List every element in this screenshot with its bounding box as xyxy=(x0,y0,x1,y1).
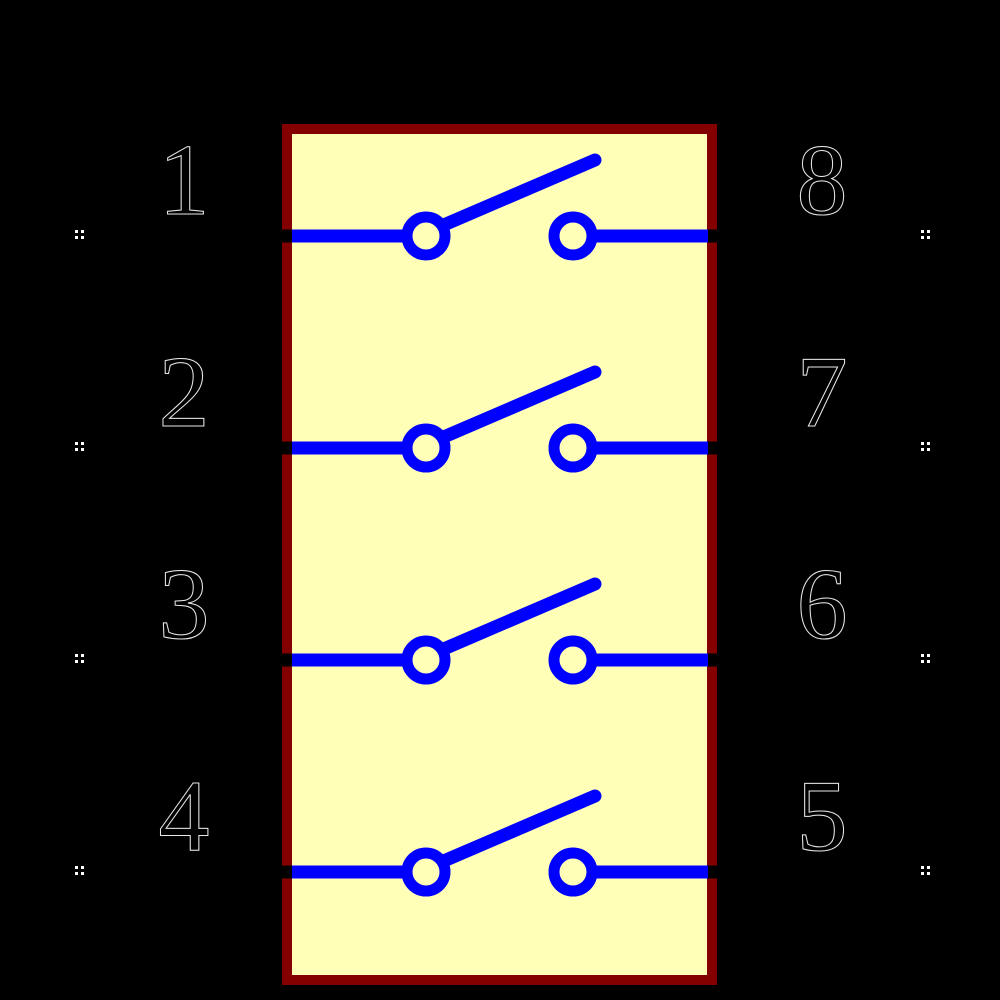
switch-row-3[interactable] xyxy=(289,577,711,685)
pin-number-7: 7 xyxy=(796,336,848,449)
switch-row-4[interactable] xyxy=(289,789,711,897)
switch-lever[interactable] xyxy=(439,789,602,867)
switch-contact-left-circle xyxy=(401,847,451,897)
pin-number-8: 8 xyxy=(796,124,848,237)
switch-contact-right-circle xyxy=(548,635,598,685)
component-body[interactable] xyxy=(282,124,717,985)
pin-number-2: 2 xyxy=(158,336,210,449)
switch-contact-left-circle xyxy=(401,211,451,261)
pin-endpoint-marker-2[interactable] xyxy=(75,442,78,445)
pin-endpoint-marker-1[interactable] xyxy=(75,230,78,233)
pin-number-3: 3 xyxy=(158,548,210,661)
switch-contact-right-circle xyxy=(548,211,598,261)
switch-contact-right-circle xyxy=(548,847,598,897)
pin-endpoint-marker-7[interactable] xyxy=(921,442,924,445)
pin-endpoint-marker-8[interactable] xyxy=(921,230,924,233)
switch-row-2[interactable] xyxy=(289,365,711,473)
pin-number-5: 5 xyxy=(796,760,848,873)
switch-lever[interactable] xyxy=(439,153,602,231)
switch-contact-left-circle xyxy=(401,635,451,685)
pin-number-1: 1 xyxy=(158,124,210,237)
switch-lever[interactable] xyxy=(439,577,602,655)
pin-endpoint-marker-6[interactable] xyxy=(921,654,924,657)
pin-endpoint-marker-3[interactable] xyxy=(75,654,78,657)
pin-number-6: 6 xyxy=(796,548,848,661)
pin-number-4: 4 xyxy=(158,760,210,873)
pin-endpoint-marker-5[interactable] xyxy=(921,866,924,869)
switch-lever[interactable] xyxy=(439,365,602,443)
switch-contact-right-circle xyxy=(548,423,598,473)
pin-endpoint-marker-4[interactable] xyxy=(75,866,78,869)
switch-contact-left-circle xyxy=(401,423,451,473)
switch-row-1[interactable] xyxy=(289,153,711,261)
